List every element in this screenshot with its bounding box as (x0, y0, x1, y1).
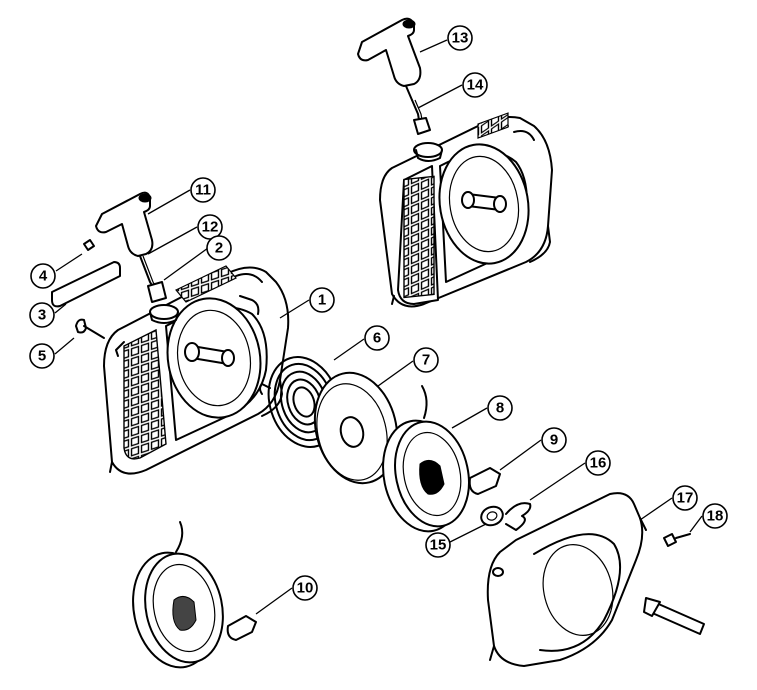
callout-12: 12 (197, 214, 223, 240)
callout-label: 2 (215, 240, 223, 257)
callout-10: 10 (292, 575, 318, 601)
callout-16: 16 (585, 450, 611, 476)
washer-15 (480, 505, 504, 527)
callout-14: 14 (462, 72, 488, 98)
callout-label: 3 (38, 307, 46, 324)
spring-clip-16 (505, 502, 532, 531)
pin-4 (83, 239, 95, 251)
starter-housing-alt (379, 112, 553, 308)
callout-label: 4 (39, 268, 48, 285)
screw-18 (663, 533, 691, 547)
callout-label: 16 (590, 455, 607, 472)
callout-label: 14 (467, 77, 484, 94)
callout-15: 15 (425, 532, 451, 558)
starter-grip-11 (95, 191, 154, 257)
callout-9: 9 (541, 427, 567, 453)
callout-label: 6 (373, 330, 381, 347)
callout-label: 9 (550, 432, 558, 449)
callout-4: 4 (30, 263, 56, 289)
pawl-10 (226, 615, 257, 641)
callout-label: 17 (677, 490, 694, 507)
callout-6: 6 (364, 325, 390, 351)
callout-2: 2 (206, 235, 232, 261)
fan-housing-17 (486, 492, 647, 667)
callout-8: 8 (487, 395, 513, 421)
rope-rotor-alt (132, 521, 224, 669)
starter-housing-1 (103, 265, 290, 475)
callout-3: 3 (29, 302, 55, 328)
callout-label: 10 (297, 580, 314, 597)
callout-label: 12 (202, 219, 219, 236)
callout-label: 15 (430, 537, 447, 554)
sleeve-2 (147, 281, 167, 303)
callout-label: 1 (318, 292, 326, 309)
starter-grip-13 (357, 17, 422, 101)
callout-label: 18 (707, 508, 724, 525)
callout-label: 11 (195, 182, 211, 199)
callout-1: 1 (309, 287, 335, 313)
spring-housing-7 (313, 371, 399, 485)
callout-18: 18 (702, 503, 728, 529)
callout-7: 7 (413, 347, 439, 373)
rope-14 (411, 99, 431, 135)
leader-lines (54, 39, 703, 615)
callout-11: 11 (190, 177, 216, 203)
callout-label: 7 (422, 352, 430, 369)
callout-label: 5 (38, 348, 46, 365)
callout-17: 17 (672, 485, 698, 511)
extension-spacer (643, 597, 705, 635)
rope-rotor-8 (382, 385, 470, 533)
callout-label: 8 (496, 400, 504, 417)
pawl-9 (468, 467, 501, 495)
label-plate-3 (51, 261, 121, 308)
callout-5: 5 (29, 343, 55, 369)
callout-label: 13 (452, 30, 469, 47)
screw-5 (75, 318, 105, 339)
callout-13: 13 (447, 25, 473, 51)
